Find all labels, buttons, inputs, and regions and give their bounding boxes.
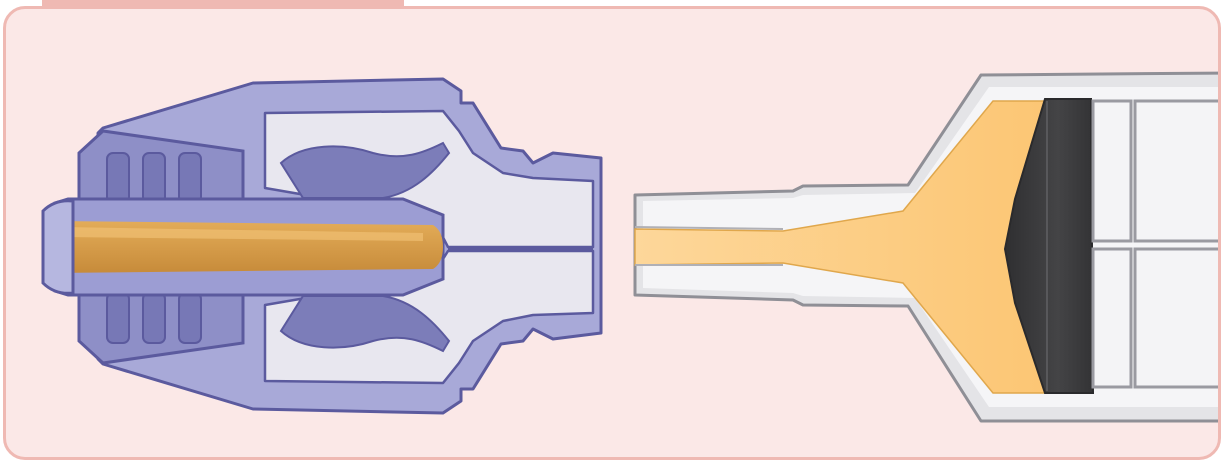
diagram-canvas <box>3 6 1221 460</box>
needle-free-connector-icon <box>43 79 601 413</box>
spike-tip <box>43 201 73 294</box>
syringe-fluid <box>635 101 1048 393</box>
diagram-panel <box>3 6 1221 460</box>
syringe-icon <box>635 73 1221 421</box>
